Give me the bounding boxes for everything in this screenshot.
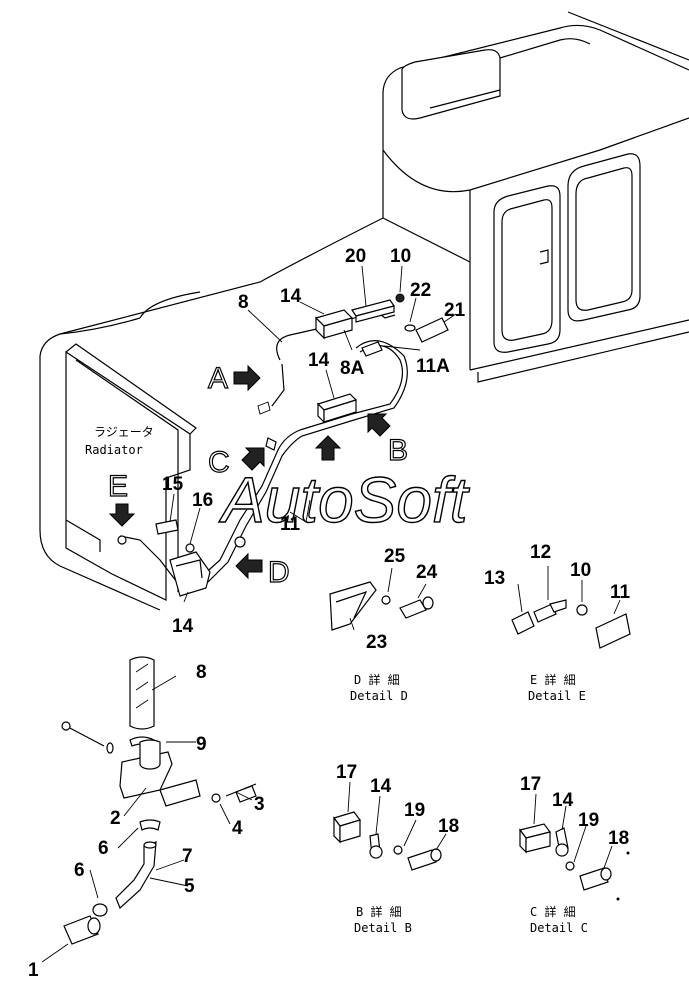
part-number-14: 14	[308, 350, 330, 371]
part-number-14: 14	[172, 616, 194, 637]
part-number-17: 17	[336, 762, 357, 783]
part-number-8: 8	[196, 662, 207, 683]
part-number-1: 1	[28, 960, 39, 981]
part-number-8a: 8A	[340, 358, 365, 379]
detail-c-label-en: Detail C	[530, 921, 588, 935]
part-number-11a: 11A	[416, 356, 450, 377]
part-number-16: 16	[192, 490, 213, 511]
leader-lines	[169, 265, 457, 603]
detail-c-parts	[518, 793, 630, 901]
part-number-4: 4	[232, 818, 243, 839]
view-arrow-e: E	[107, 469, 136, 527]
part-number-14: 14	[552, 790, 574, 811]
bracket-14-bottom	[169, 551, 211, 597]
view-arrow-d: D	[235, 552, 290, 590]
part-number-25: 25	[384, 546, 406, 567]
part-number-14: 14	[370, 776, 392, 797]
view-arrow-b-1	[314, 435, 342, 461]
part-number-18: 18	[438, 816, 459, 837]
connector-11a	[361, 341, 383, 357]
detail-d-label-en: Detail D	[350, 689, 408, 703]
part-number-18: 18	[608, 828, 629, 849]
part-number-14: 14	[280, 286, 302, 307]
part-number-8: 8	[238, 292, 249, 313]
clamp-14-top	[314, 309, 354, 340]
part-number-3: 3	[254, 794, 265, 815]
part-number-2: 2	[110, 808, 121, 829]
detail-e-label-en: Detail E	[528, 689, 586, 703]
part-number-12: 12	[530, 542, 551, 563]
detail-e-parts	[511, 566, 631, 649]
detail-c-label-jp: C 詳 細	[530, 904, 576, 919]
part-number-9: 9	[196, 734, 207, 755]
view-arrow-c: C	[207, 445, 265, 480]
view-arrow-a: A	[207, 361, 261, 396]
radiator: ラジェータ Radiator	[65, 343, 197, 601]
part-number-13: 13	[484, 568, 505, 589]
part-number-17: 17	[520, 774, 541, 795]
detail-b-parts	[333, 781, 447, 871]
detail-d-label-jp: D 詳 細	[354, 672, 400, 687]
part-number-10: 10	[390, 246, 411, 267]
detail-b-label-jp: B 詳 細	[356, 904, 402, 919]
connector-20	[351, 293, 405, 323]
svg-text:C: C	[208, 446, 230, 479]
svg-text:E: E	[108, 470, 128, 503]
radiator-label-jp: ラジェータ	[94, 425, 154, 439]
part-number-6: 6	[74, 860, 85, 881]
lower-assembly	[41, 656, 257, 963]
hood-outline	[39, 217, 471, 611]
clamp-14-mid	[316, 393, 358, 424]
detail-e-label-jp: E 詳 細	[530, 672, 576, 687]
part-number-22: 22	[410, 280, 431, 301]
part-number-19: 19	[578, 810, 599, 831]
svg-text:D: D	[268, 556, 290, 589]
cab-outline	[382, 11, 689, 383]
part-number-19: 19	[404, 800, 425, 821]
part-number-11: 11	[610, 582, 631, 603]
part-number-11: 11	[280, 514, 301, 535]
part-number-7: 7	[182, 846, 193, 867]
part-number-15: 15	[162, 474, 184, 495]
part-number-10: 10	[570, 560, 591, 581]
radiator-label-en: Radiator	[85, 443, 143, 457]
detail-b-label-en: Detail B	[354, 921, 412, 935]
view-arrow-b-2: B	[367, 413, 409, 468]
bolt-21	[404, 317, 449, 343]
detail-d-parts	[329, 567, 434, 631]
part-number-24: 24	[416, 562, 438, 583]
part-number-6: 6	[98, 838, 109, 859]
fittings-15-16	[155, 519, 246, 553]
watermark: AutoSoft	[218, 464, 470, 536]
svg-text:B: B	[388, 434, 408, 467]
part-number-23: 23	[366, 632, 387, 653]
part-number-5: 5	[184, 876, 195, 897]
part-number-21: 21	[444, 300, 466, 321]
svg-text:A: A	[208, 362, 228, 395]
part-number-20: 20	[345, 246, 366, 267]
